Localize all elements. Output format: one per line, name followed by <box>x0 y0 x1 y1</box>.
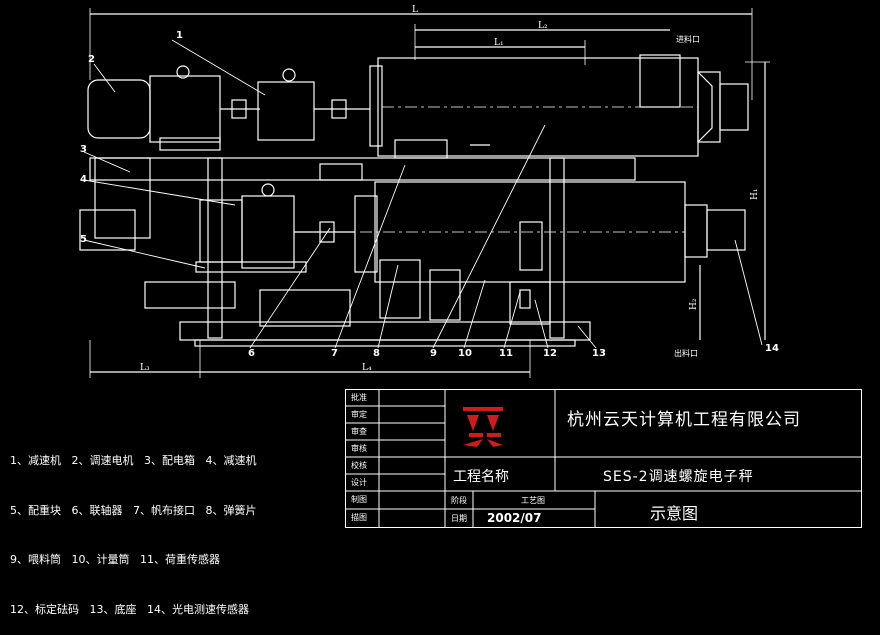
sign-row-check: 校核 <box>351 461 367 470</box>
sign-row-draw: 制图 <box>351 495 367 504</box>
legend-line: 1、减速机 2、调速电机 3、配电箱 4、减速机 <box>10 454 257 467</box>
callout-4: 4 <box>80 174 87 185</box>
project-value: SES-2调速螺旋电子秤 <box>603 469 754 485</box>
callout-9: 9 <box>430 348 437 359</box>
callout-14: 14 <box>765 343 779 354</box>
dim-L2: L₂ <box>538 21 548 31</box>
callout-5: 5 <box>80 234 87 245</box>
date-label: 日期 <box>451 514 467 523</box>
callout-3: 3 <box>80 144 87 155</box>
title-block-grid <box>345 389 862 528</box>
inlet-label: 进料口 <box>676 34 700 44</box>
callout-8: 8 <box>373 348 380 359</box>
outlet-label: 出料口 <box>674 348 698 358</box>
sign-row-audit: 审核 <box>351 444 367 453</box>
stage-value: 工艺图 <box>521 496 545 505</box>
callout-2: 2 <box>88 54 95 65</box>
dim-L4: L₄ <box>362 363 372 373</box>
drawing-name: 示意图 <box>650 504 699 523</box>
sign-row-confirm: 审定 <box>351 410 367 419</box>
dim-H2: H₂ <box>689 298 699 310</box>
callout-13: 13 <box>592 348 606 359</box>
project-label: 工程名称 <box>453 469 509 485</box>
legend-line: 12、标定砝码 13、底座 14、光电测速传感器 <box>10 602 249 616</box>
dim-H1: H₁ <box>750 189 760 200</box>
process-diagram: 1 2 3 4 5 6 7 8 9 10 11 12 13 14 L L₂ L₁… <box>79 5 779 378</box>
company-name: 杭州云天计算机工程有限公司 <box>567 410 801 430</box>
dim-L: L <box>412 5 418 15</box>
callout-10: 10 <box>458 348 472 359</box>
callout-12: 12 <box>543 348 557 359</box>
stage-label: 阶段 <box>451 496 467 505</box>
legend-line: 5、配重块 6、联轴器 7、帆布接口 8、弹簧片 <box>10 503 257 517</box>
dim-L1: L₁ <box>494 38 504 48</box>
callout-1: 1 <box>176 30 183 41</box>
callout-7: 7 <box>331 348 338 359</box>
company-logo <box>463 407 503 447</box>
callout-11: 11 <box>499 348 513 359</box>
sign-row-approve: 批准 <box>351 393 367 402</box>
parts-legend: 1、减速机 2、调速电机 3、配电箱 4、减速机 5、配重块 6、联轴器 7、帆… <box>10 420 256 635</box>
sign-row-trace: 描图 <box>351 513 367 522</box>
date-value: 2002/07 <box>487 511 542 525</box>
sign-row-design: 设计 <box>351 478 367 487</box>
sign-row-review: 审查 <box>351 427 367 436</box>
dim-L3: L₃ <box>140 363 150 373</box>
legend-line: 9、喂料筒 10、计量筒 11、荷重传感器 <box>10 553 220 566</box>
callout-6: 6 <box>248 348 255 359</box>
title-block: 批准 审定 审查 审核 校核 设计 制图 描图 杭州云天计算机工程有限公司 工程… <box>345 389 862 528</box>
